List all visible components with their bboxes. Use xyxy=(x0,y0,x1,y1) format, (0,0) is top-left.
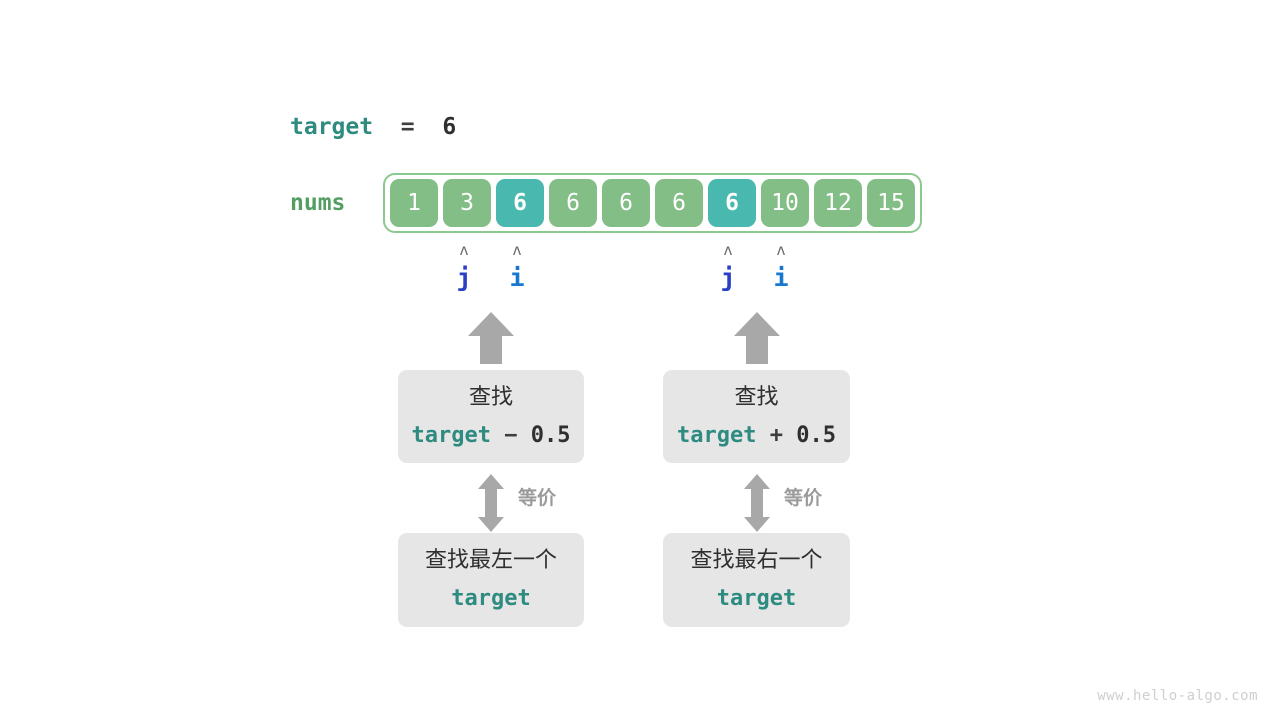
box-search-target-minus: 查找 target − 0.5 xyxy=(398,370,584,463)
box-expression: target xyxy=(717,584,796,614)
target-spacer xyxy=(415,114,443,140)
arrow-up-icon-right xyxy=(734,312,780,364)
box-line-search: 查找 xyxy=(468,384,513,410)
array-cell: 1 xyxy=(390,179,438,227)
arrow-up-icon-left xyxy=(468,312,514,364)
pointer-label-i: i xyxy=(773,263,789,292)
box-expression: target xyxy=(451,584,530,614)
caret-icon: ʌ xyxy=(776,241,786,259)
pointer-j-right: ʌ j xyxy=(708,243,748,293)
arrow-bidirectional-shape xyxy=(478,474,504,532)
expr-variable: target xyxy=(716,586,797,611)
array-cell: 6 xyxy=(496,179,544,227)
pointer-i-left: ʌ i xyxy=(497,243,537,293)
equiv-label-right: 等价 xyxy=(784,487,823,509)
expr-operator: − xyxy=(490,422,531,448)
box-search-leftmost-target: 查找最左一个 target xyxy=(398,533,584,627)
pointer-label-j: j xyxy=(456,263,472,292)
expr-number: 0.5 xyxy=(796,422,836,448)
array-cell: 15 xyxy=(867,179,915,227)
expr-operator: + xyxy=(756,422,797,448)
expr-variable: target xyxy=(677,422,757,448)
arrow-bidirectional-icon-right xyxy=(744,474,770,532)
pointer-i-right: ʌ i xyxy=(761,243,801,293)
target-expression: target = 6 xyxy=(290,112,456,142)
array-label: nums xyxy=(290,190,346,216)
arrow-bidirectional-shape xyxy=(744,474,770,532)
array-cell: 3 xyxy=(443,179,491,227)
box-expression: target − 0.5 xyxy=(412,421,571,451)
caret-icon: ʌ xyxy=(459,241,469,259)
array-cell: 6 xyxy=(708,179,756,227)
target-variable-name: target xyxy=(290,114,374,140)
target-operator xyxy=(373,114,401,140)
watermark: www.hello-algo.com xyxy=(1097,688,1258,704)
caret-icon: ʌ xyxy=(512,241,522,259)
expr-variable: target xyxy=(451,586,531,611)
expr-variable: target xyxy=(411,422,491,448)
arrow-up-shape xyxy=(468,312,514,364)
pointer-j-left: ʌ j xyxy=(444,243,484,293)
equiv-label-left: 等价 xyxy=(518,487,557,509)
array-cell: 12 xyxy=(814,179,862,227)
arrow-up-shape xyxy=(734,312,780,364)
box-line-search: 查找 xyxy=(734,384,779,410)
array-cell: 6 xyxy=(655,179,703,227)
box-line-description: 查找最左一个 xyxy=(424,548,557,573)
pointer-label-j: j xyxy=(720,263,736,292)
arrow-bidirectional-icon-left xyxy=(478,474,504,532)
pointer-label-i: i xyxy=(509,263,525,292)
box-line-description: 查找最右一个 xyxy=(690,548,823,573)
box-expression: target + 0.5 xyxy=(677,421,836,451)
caret-icon: ʌ xyxy=(723,241,733,259)
box-search-rightmost-target: 查找最右一个 target xyxy=(663,533,850,627)
array-cell: 10 xyxy=(761,179,809,227)
expr-number: 0.5 xyxy=(530,422,571,448)
array-cell: 6 xyxy=(549,179,597,227)
box-search-target-plus: 查找 target + 0.5 xyxy=(663,370,850,463)
array-cell: 6 xyxy=(602,179,650,227)
target-value: 6 xyxy=(442,114,457,140)
target-equals-sign: = xyxy=(400,114,415,140)
